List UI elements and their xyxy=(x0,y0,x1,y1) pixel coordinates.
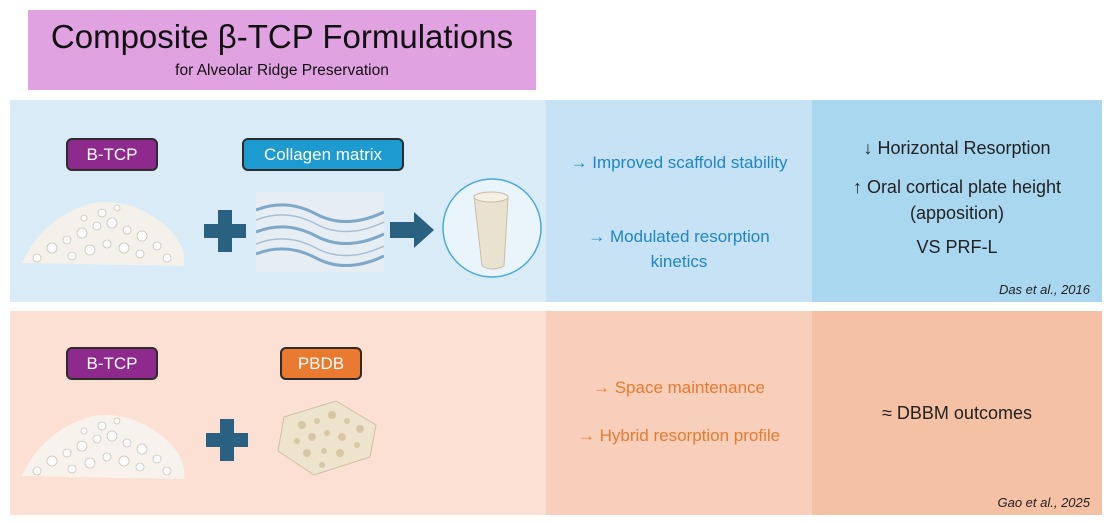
row2-materials-panel xyxy=(10,311,546,515)
row1-effect-2: → Modulated resorption kinetics xyxy=(588,227,770,271)
row1-effects-panel xyxy=(546,100,812,302)
row-btcp-collagen: B-TCP Collagen matrix xyxy=(10,100,1102,302)
granules-image xyxy=(22,202,185,266)
row2-outcome-1: ≈ DBBM outcomes xyxy=(882,403,1032,423)
row1-outcome-1: ↓ Horizontal Resorption xyxy=(863,138,1051,158)
btcp-label: B-TCP xyxy=(66,347,158,380)
row2-citation: Gao et al., 2025 xyxy=(997,495,1090,510)
collagen-fibers-image xyxy=(256,192,384,272)
pbdb-label: PBDB xyxy=(280,347,362,380)
page-title: Composite β-TCP Formulations xyxy=(50,18,514,55)
plus-icon xyxy=(204,210,246,252)
row1-outcome-3: VS PRF-L xyxy=(916,237,998,257)
arrow-right-icon xyxy=(390,212,434,248)
collagen-matrix-label: Collagen matrix xyxy=(242,138,404,171)
row1-outcomes-panel xyxy=(812,100,1102,302)
plus-icon xyxy=(206,419,248,461)
scaffold-cone-image xyxy=(442,178,542,278)
row1-citation: Das et al., 2016 xyxy=(998,282,1090,297)
row2-outcomes-panel xyxy=(812,311,1102,515)
title-banner: Composite β-TCP Formulations for Alveola… xyxy=(28,10,536,90)
granules-image xyxy=(22,415,185,479)
page-subtitle: for Alveolar Ridge Preservation xyxy=(175,62,389,79)
row2-effect-2: → Hybrid resorption profile xyxy=(577,426,781,445)
row1-effect-1: → Improved scaffold stability xyxy=(570,153,788,172)
row1-outcome-2b: (apposition) xyxy=(909,203,1005,223)
btcp-label: B-TCP xyxy=(66,138,158,171)
row2-effects-panel xyxy=(546,311,812,515)
porous-bone-block-image xyxy=(277,400,377,476)
row1-outcome-2: ↑ Oral cortical plate height xyxy=(852,177,1062,197)
row2-effect-1: → Space maintenance xyxy=(593,378,765,397)
row-btcp-pbdb: B-TCP PBDB → Space maintenance → Hybrid … xyxy=(10,311,1102,515)
